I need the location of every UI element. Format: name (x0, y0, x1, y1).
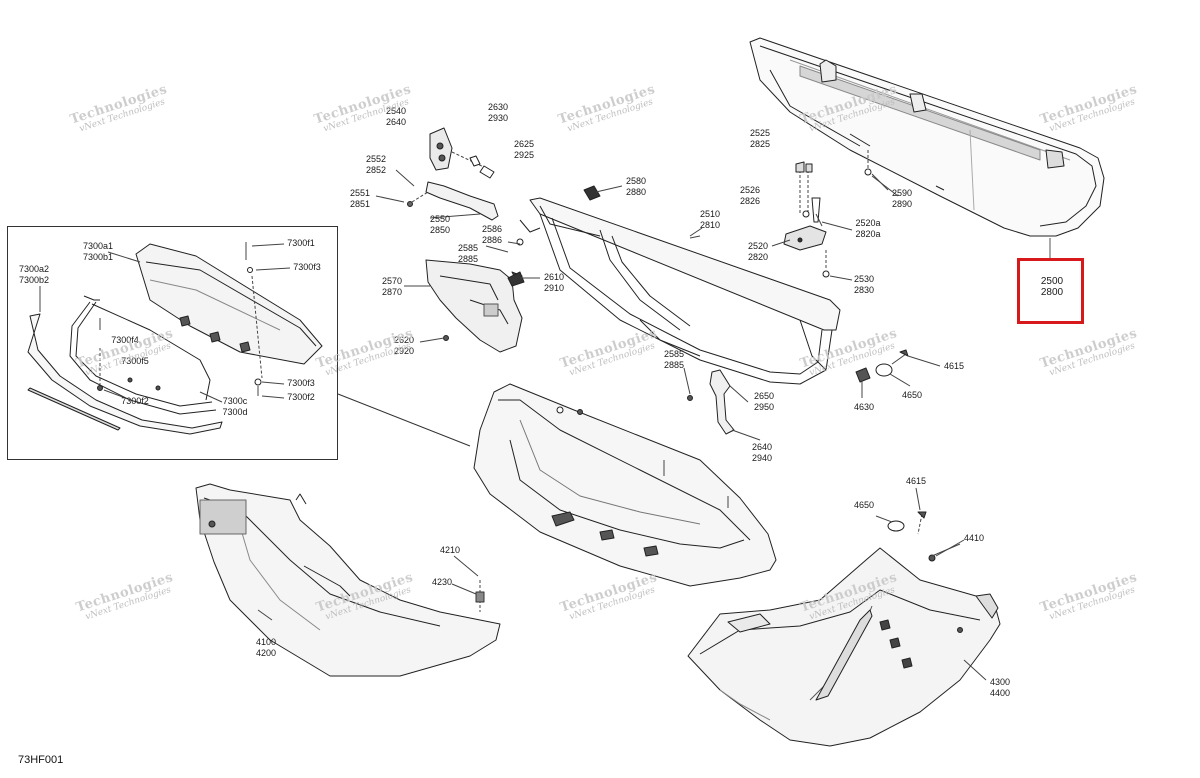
latch-2650 (687, 349, 909, 435)
callout-4615-top: 4615 (943, 361, 965, 371)
callout-7300a1: 7300a1 7300b1 (82, 241, 114, 262)
inner-door-panel (473, 383, 777, 587)
striker-bracket-2570 (425, 185, 601, 353)
callout-2550: 2550 2850 (429, 214, 451, 235)
callout-7300c: 7300c 7300d (222, 396, 248, 417)
callout-2650: 2650 2950 (753, 391, 775, 412)
callout-4300: 4300 4400 (989, 677, 1011, 698)
callout-2551: 2551 2851 (349, 188, 371, 209)
lower-panel-4100 (195, 483, 501, 677)
callout-2590: 2590 2890 (891, 188, 913, 209)
callout-4615-bottom: 4615 (905, 476, 927, 486)
callout-4410: 4410 (963, 533, 985, 543)
callout-2570: 2570 2870 (381, 276, 403, 297)
callout-2510: 2510 2810 (699, 209, 721, 230)
callout-7300f2-left: 7300f2 (121, 396, 149, 406)
callout-7300f3-top: 7300f3 (293, 262, 321, 272)
callout-2585-top: 2585 2885 (457, 243, 479, 264)
callout-4230: 4230 (431, 577, 453, 587)
leader-lines (39, 169, 987, 681)
callout-2540: 2540 2640 (385, 106, 407, 127)
part-highlight-box (1017, 258, 1084, 324)
callout-2640: 2640 2940 (751, 442, 773, 463)
callout-2526: 2526 2826 (739, 185, 761, 206)
callout-2525: 2525 2825 (749, 128, 771, 149)
hinge-2520 (783, 161, 830, 278)
door-panel-2500 (749, 37, 1105, 258)
callout-2585-mid: 2585 2885 (663, 349, 685, 370)
door-frame-2510 (519, 197, 841, 385)
callout-2530: 2530 2830 (853, 274, 875, 295)
callout-2580: 2580 2880 (625, 176, 647, 197)
callout-7300f2-right: 7300f2 (287, 392, 315, 402)
callout-2586: 2586 2886 (481, 224, 503, 245)
callout-7300f3-bottom: 7300f3 (287, 378, 315, 388)
callout-7300a2: 7300a2 7300b2 (18, 264, 50, 285)
callout-2625: 2625 2925 (513, 139, 535, 160)
callout-2520: 2520 2820 (747, 241, 769, 262)
callout-4650-bottom: 4650 (853, 500, 875, 510)
callout-4650-top: 4650 (901, 390, 923, 400)
callout-7300f1: 7300f1 (287, 238, 315, 248)
callout-7300f5: 7300f5 (121, 356, 149, 366)
lower-panel-4300 (687, 511, 1001, 747)
callout-2500: 2500 2800 (1040, 276, 1064, 298)
callout-2620: 2620 2920 (393, 335, 415, 356)
callout-4100: 4100 4200 (255, 637, 277, 658)
callout-4630: 4630 (853, 402, 875, 412)
hinge-bracket-2540 (429, 127, 495, 179)
callout-2520a: 2520a 2820a (855, 218, 881, 239)
strap-2550 (407, 181, 499, 221)
inset-net-assembly (27, 242, 323, 435)
diagram-code: 73HF001 (18, 754, 64, 766)
callout-4210: 4210 (439, 545, 461, 555)
callout-2630: 2630 2930 (487, 102, 509, 123)
callout-2610: 2610 2910 (543, 272, 565, 293)
callout-7300f4: 7300f4 (111, 335, 139, 345)
callout-2552: 2552 2852 (365, 154, 387, 175)
inset-frame (7, 226, 338, 460)
